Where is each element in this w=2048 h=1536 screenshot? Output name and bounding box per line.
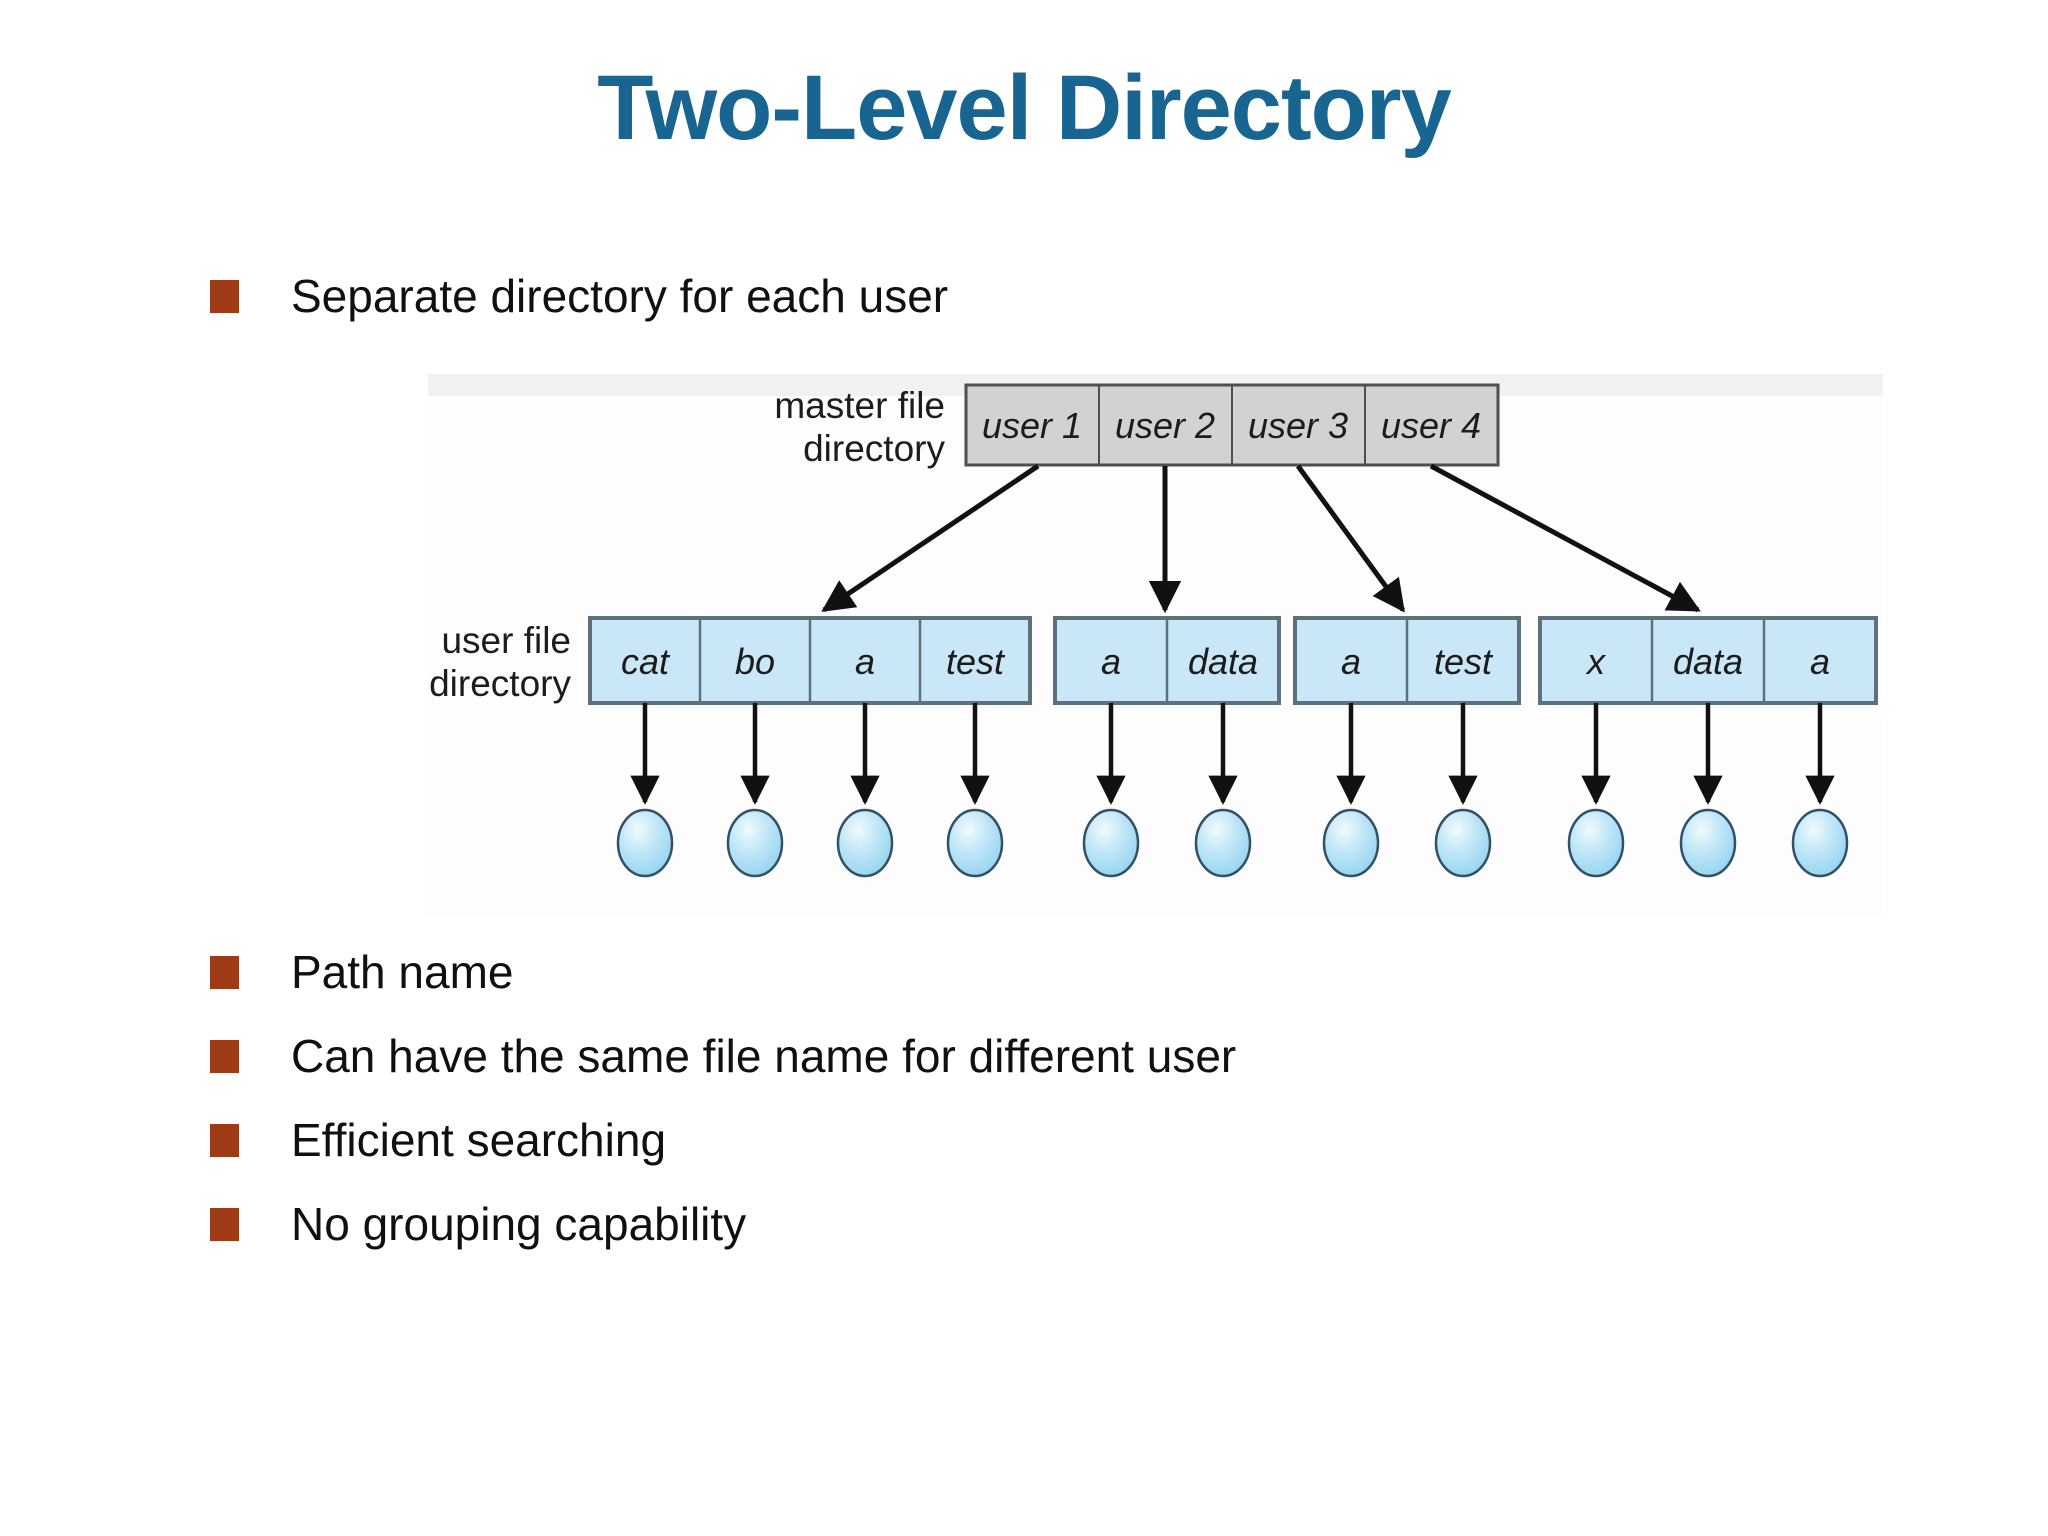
bullet-item: Can have the same file name for differen…: [210, 1028, 1236, 1084]
bullet-item: Path name: [210, 944, 513, 1000]
arrow-user3-to-group: [1295, 464, 1406, 613]
master-cell-label: user 1: [982, 405, 1082, 446]
user-cell-label: a: [1101, 641, 1121, 682]
user-directory-label-line1: user file: [441, 620, 571, 661]
bullet-text: No grouping capability: [291, 1197, 747, 1250]
bullet-square: [210, 279, 239, 313]
user-directory-group: [1538, 616, 1878, 705]
two-level-directory-figure: master file directory user 1 user 2 user…: [428, 372, 1883, 922]
file-ellipse: [1434, 808, 1492, 878]
page-title: Two-Level Directory: [597, 57, 1452, 159]
master-directory-label-line1: master file: [774, 385, 945, 426]
master-cell-label: user 2: [1115, 405, 1215, 446]
user-cell-label: a: [1810, 641, 1830, 682]
arrow-user4-to-group: [1429, 463, 1701, 613]
file-ellipse: [616, 808, 674, 878]
bullet-text: Can have the same file name for differen…: [291, 1029, 1237, 1082]
bullet-text: Efficient searching: [291, 1113, 667, 1166]
user-cell-label: a: [855, 641, 875, 682]
user-cell-label: bo: [735, 641, 775, 682]
master-cell-label: user 3: [1248, 405, 1348, 446]
file-ellipse: [1791, 808, 1849, 878]
file-ellipse: [1679, 808, 1737, 878]
file-ellipse: [726, 808, 784, 878]
bullet-square: [210, 955, 239, 989]
arrow-user1-to-group: [821, 463, 1040, 613]
user-cell-label: test: [946, 641, 1006, 682]
file-ellipse: [836, 808, 894, 878]
user-cell-label: data: [1673, 641, 1743, 682]
file-ellipse: [946, 808, 1004, 878]
directory-diagram: master file directory user 1 user 2 user…: [428, 372, 1883, 917]
file-ellipse: [1567, 808, 1625, 878]
bullet-item: Efficient searching: [210, 1112, 666, 1168]
bullet-item: No grouping capability: [210, 1196, 746, 1252]
bullet-item: Separate directory for each user: [210, 268, 948, 324]
bullet-square: [210, 1207, 239, 1241]
bullet-text: Separate directory for each user: [291, 269, 949, 322]
bullet-square: [210, 1123, 239, 1157]
bullet-text: Path name: [291, 945, 514, 998]
user-cell-label: cat: [621, 641, 671, 682]
bullet-square: [210, 1039, 239, 1073]
user-cell-label: data: [1188, 641, 1258, 682]
user-directory-label-line2: directory: [429, 663, 571, 704]
user-cell-label: x: [1585, 641, 1607, 682]
file-ellipse: [1082, 808, 1140, 878]
user-cell-label: a: [1341, 641, 1361, 682]
file-ellipse: [1194, 808, 1252, 878]
master-directory-label-line2: directory: [803, 428, 945, 469]
master-cell-label: user 4: [1381, 405, 1481, 446]
user-cell-label: test: [1434, 641, 1494, 682]
file-ellipse: [1322, 808, 1380, 878]
